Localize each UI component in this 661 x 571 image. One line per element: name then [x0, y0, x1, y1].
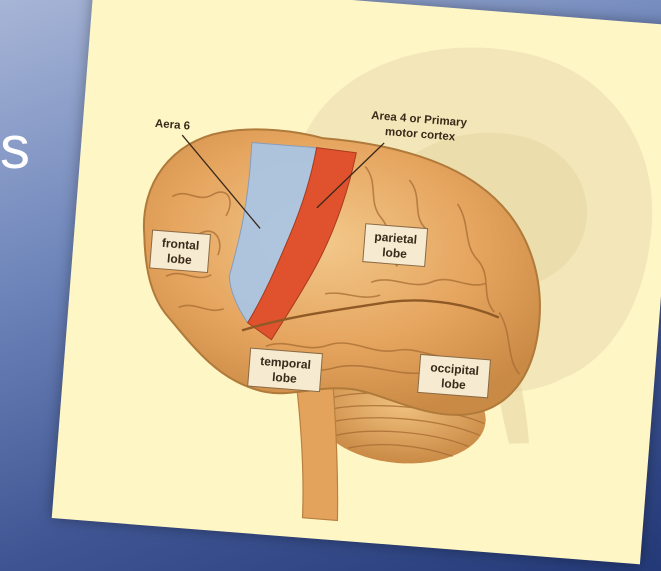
occipital-lobe-label: occipital lobe — [418, 354, 491, 397]
slide-title-fragment: s — [0, 118, 30, 178]
brain-diagram: Aera 6 Area 4 or Primary motor cortex fr… — [52, 0, 661, 564]
parietal-lobe-label-line2: lobe — [382, 245, 408, 261]
occipital-lobe-label-line2: lobe — [441, 376, 467, 392]
frontal-lobe-label-line1: frontal — [161, 236, 199, 253]
frontal-lobe-label-line2: lobe — [167, 251, 193, 267]
parietal-lobe-label: parietal lobe — [363, 224, 428, 267]
temporal-lobe-label-line2: lobe — [272, 370, 298, 386]
area6-callout-label: Aera 6 — [154, 118, 190, 133]
temporal-lobe-label: temporal lobe — [248, 348, 323, 392]
brain-figure: Aera 6 Area 4 or Primary motor cortex fr… — [52, 0, 661, 564]
frontal-lobe-label: frontal lobe — [150, 230, 211, 272]
